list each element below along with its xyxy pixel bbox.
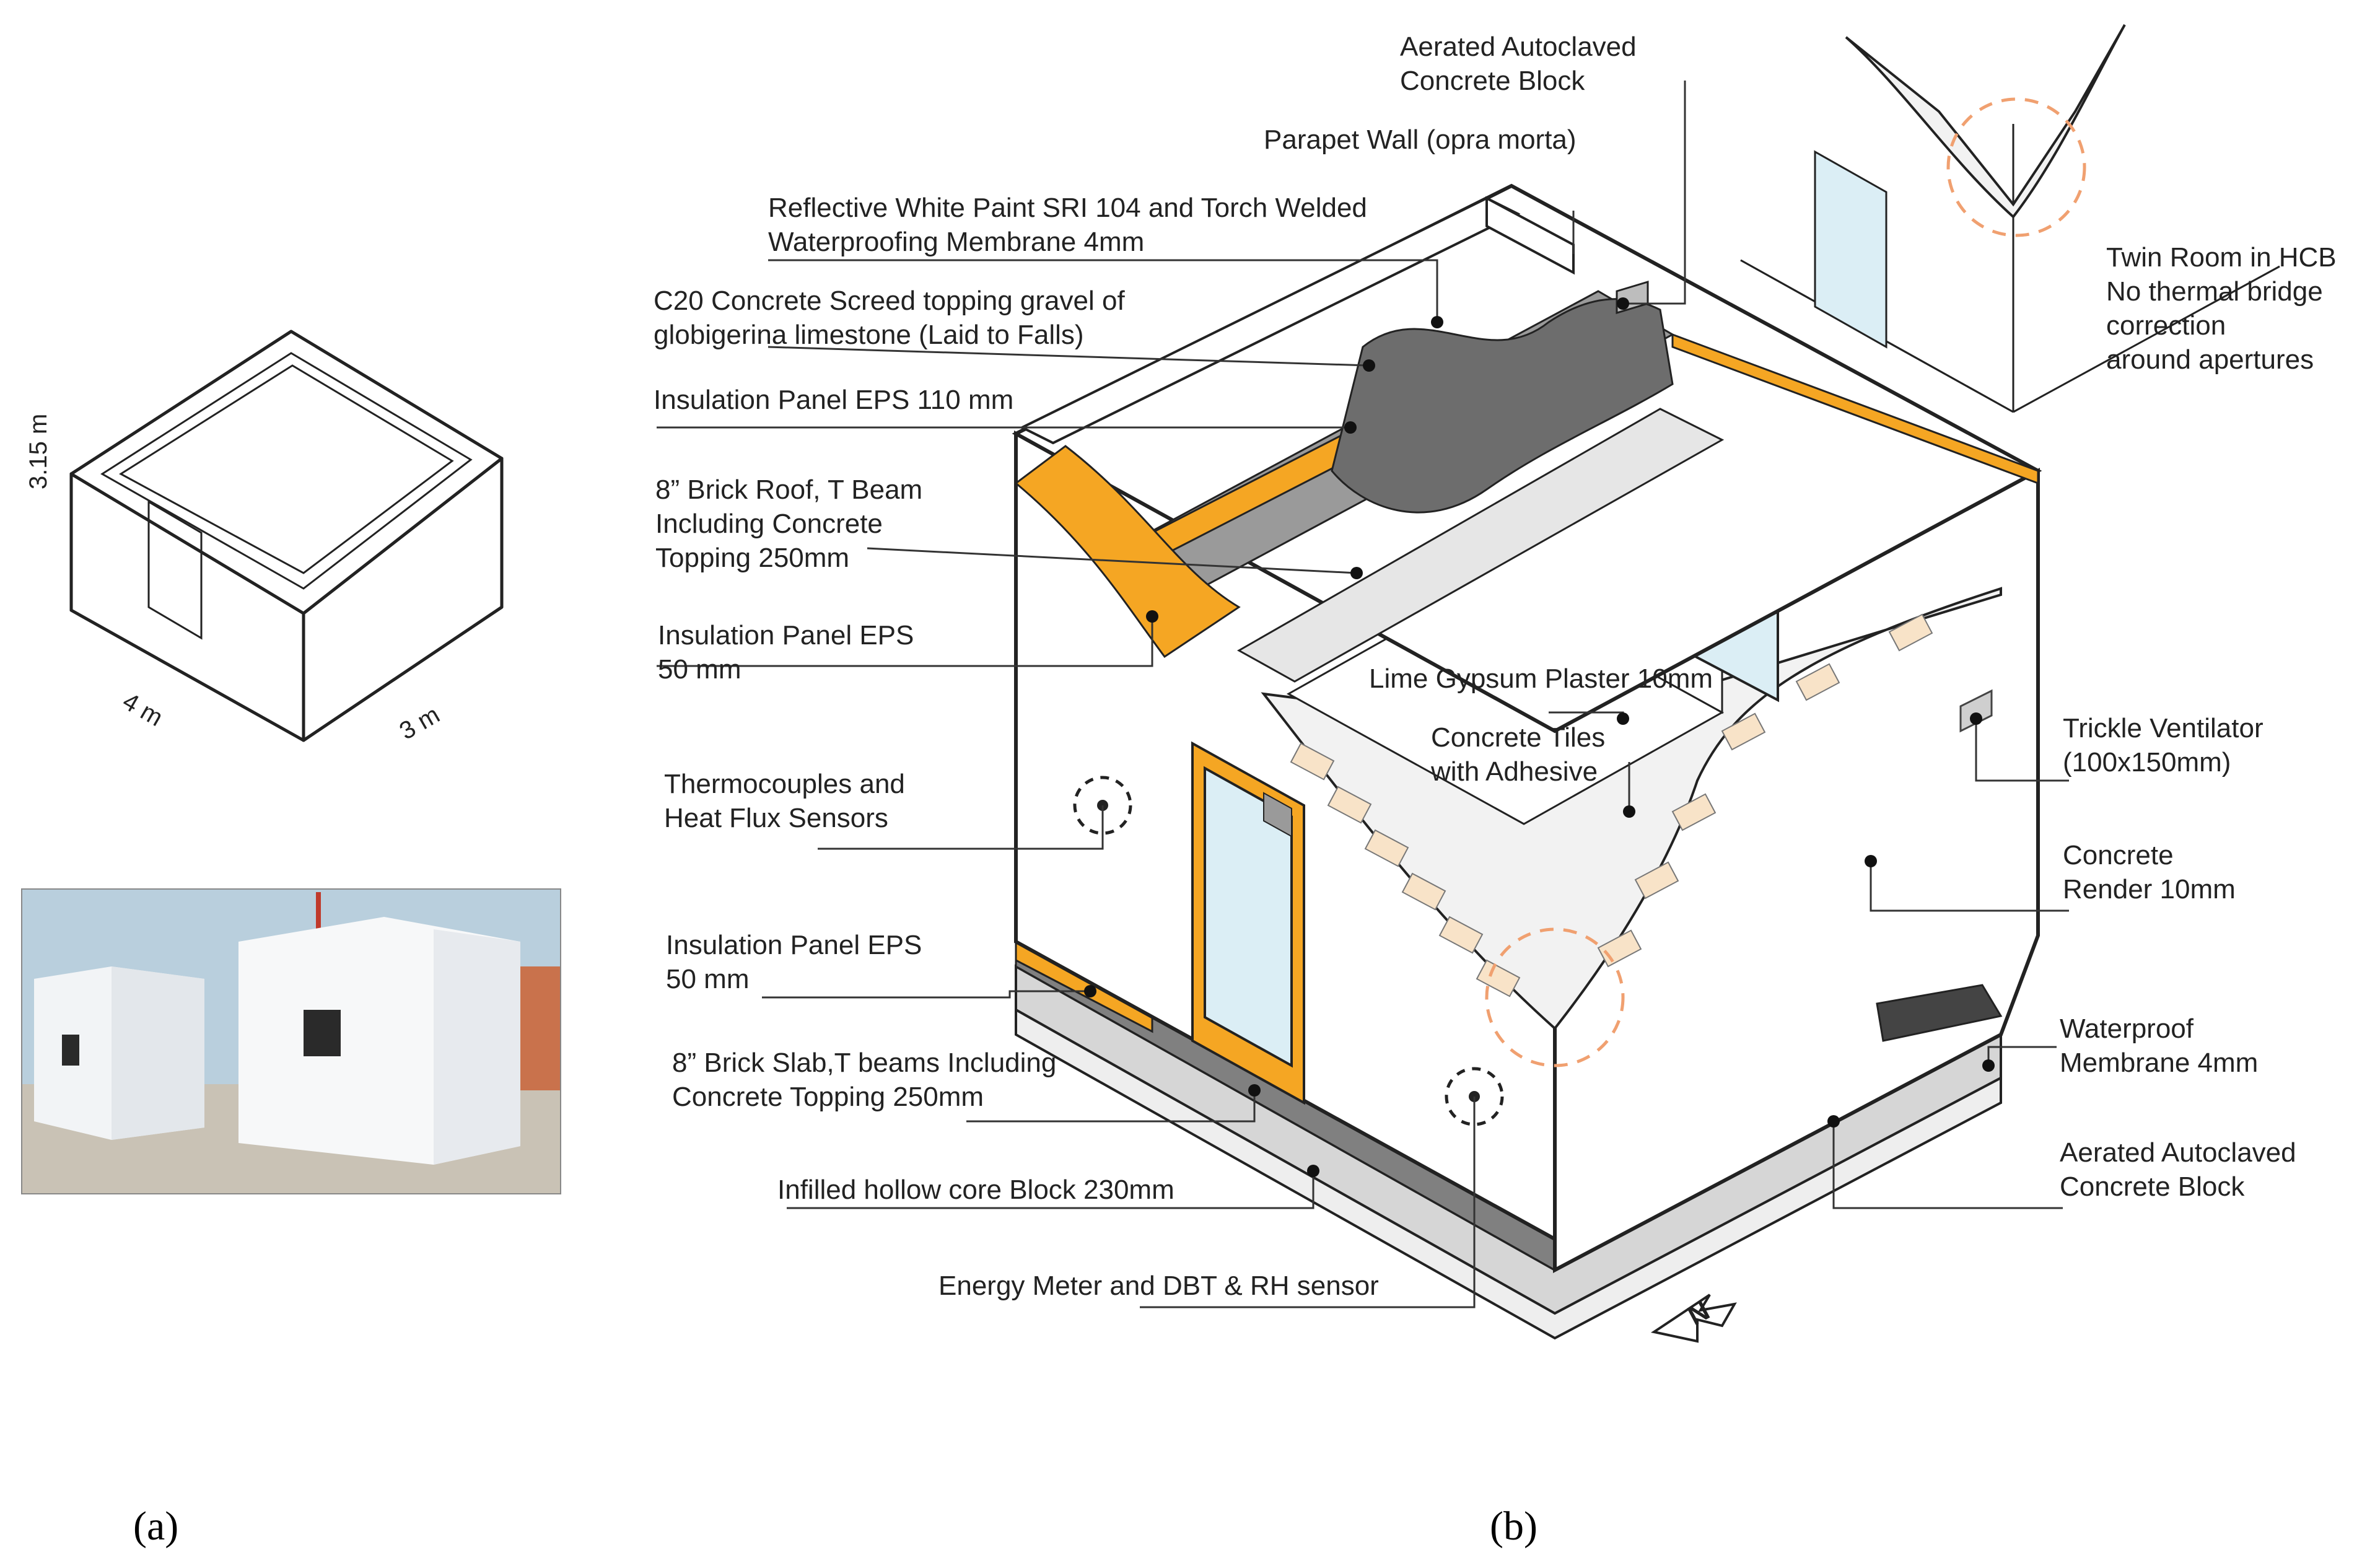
label-waterproof-2: Membrane 4mm [2060, 1048, 2258, 1078]
label-eps50-wall-1: Insulation Panel EPS [666, 930, 922, 960]
label-aac-top-2: Concrete Block [1400, 66, 1585, 96]
label-reflective-1: Reflective White Paint SRI 104 and Torch… [768, 193, 1367, 223]
label-eps50-wall-2: 50 mm [666, 964, 749, 994]
photo-window-right [304, 1010, 341, 1056]
waterproof-membrane-corner [1876, 984, 2003, 1042]
label-parapet: Parapet Wall (opra morta) [1264, 125, 1577, 155]
twin-room-inset [1740, 24, 2280, 413]
roof-membrane-wave [1331, 298, 1674, 514]
label-waterproof-1: Waterproof [2060, 1014, 2194, 1044]
inset-cutaway [1845, 24, 2126, 219]
label-reflective-2: Waterproofing Membrane 4mm [768, 227, 1144, 257]
label-render-1: Concrete [2063, 840, 2174, 870]
label-energy: Energy Meter and DBT & RH sensor [938, 1271, 1379, 1301]
photo-cube-right-side [434, 929, 520, 1165]
annotation-labels: Aerated Autoclaved Concrete Block Parape… [654, 32, 2337, 1301]
label-brick-roof-1: 8” Brick Roof, T Beam [655, 475, 922, 505]
label-brick-slab-1: 8” Brick Slab,T beams Including [672, 1048, 1056, 1078]
photo-window-left [62, 1035, 79, 1066]
leader-lines [657, 81, 2069, 1308]
parapet-top [1485, 196, 1575, 275]
roof-edge-plaster [1236, 408, 1725, 683]
label-lime: Lime Gypsum Plaster 10mm [1369, 664, 1713, 694]
cube-door [147, 500, 203, 640]
label-render-2: Render 10mm [2063, 874, 2236, 904]
cube-diagram: 3.15 m 4 m 3 m [25, 330, 504, 745]
label-screed-2: globigerina limestone (Laid to Falls) [654, 320, 1084, 350]
brick-courses [1290, 613, 1933, 997]
label-thermo-2: Heat Flux Sensors [664, 803, 888, 833]
panel-b-label: (b) [1490, 1504, 1537, 1549]
photo-crane [316, 892, 321, 929]
cube-roof [69, 330, 504, 615]
label-eps110: Insulation Panel EPS 110 mm [654, 385, 1013, 415]
door-glazing [1204, 766, 1293, 1068]
site-photo [21, 888, 561, 1194]
height-dimension: 3.15 m [25, 414, 52, 489]
label-brick-roof-2: Including Concrete [655, 509, 883, 539]
leader-dots [1084, 297, 1995, 1177]
label-tiles-2: with Adhesive [1430, 756, 1598, 787]
photo-cube-left-side [112, 966, 204, 1140]
panel-a-label: (a) [133, 1504, 178, 1549]
label-eps50-roof-2: 50 mm [658, 654, 741, 685]
north-arrow: N [1650, 1294, 1737, 1343]
label-trickle-2: (100x150mm) [2063, 747, 2231, 777]
cube-roof-rim-2 [119, 364, 454, 574]
label-aac-top-1: Aerated Autoclaved [1400, 32, 1637, 62]
depth-dimension: 3 m [395, 701, 445, 745]
label-twin-2: No thermal bridge [2106, 276, 2323, 307]
label-thermo-1: Thermocouples and [664, 769, 905, 799]
label-aac-bottom-2: Concrete Block [2060, 1172, 2245, 1202]
label-twin-1: Twin Room in HCB [2106, 242, 2337, 273]
door-head-block [1263, 792, 1292, 838]
photo-frame [21, 888, 561, 1194]
width-dimension: 4 m [118, 688, 168, 732]
label-aac-bottom-1: Aerated Autoclaved [2060, 1137, 2296, 1168]
energy-meter-marker [1445, 1067, 1504, 1126]
label-brick-slab-2: Concrete Topping 250mm [672, 1082, 984, 1112]
trickle-ventilator [1959, 689, 1993, 733]
base-slab-lower [1015, 1007, 2002, 1340]
label-trickle-1: Trickle Ventilator [2063, 713, 2264, 743]
label-eps50-roof-1: Insulation Panel EPS [658, 620, 914, 650]
label-brick-roof-3: Topping 250mm [655, 543, 849, 573]
cube-roof-rim [100, 352, 473, 590]
label-hollow: Infilled hollow core Block 230mm [777, 1175, 1174, 1205]
thermocouple-sensor-marker [1073, 776, 1132, 835]
inset-detail-marker [1946, 97, 2086, 237]
label-tiles-1: Concrete Tiles [1431, 722, 1605, 753]
label-twin-4: around apertures [2106, 344, 2314, 375]
label-screed-1: C20 Concrete Screed topping gravel of [654, 286, 1125, 316]
corner-detail-marker [1485, 927, 1625, 1067]
label-twin-3: correction [2106, 310, 2226, 341]
parapet-insulation-strip [1671, 333, 2039, 485]
roof-insulation-50 [1014, 445, 1241, 659]
inset-window [1814, 150, 1887, 349]
